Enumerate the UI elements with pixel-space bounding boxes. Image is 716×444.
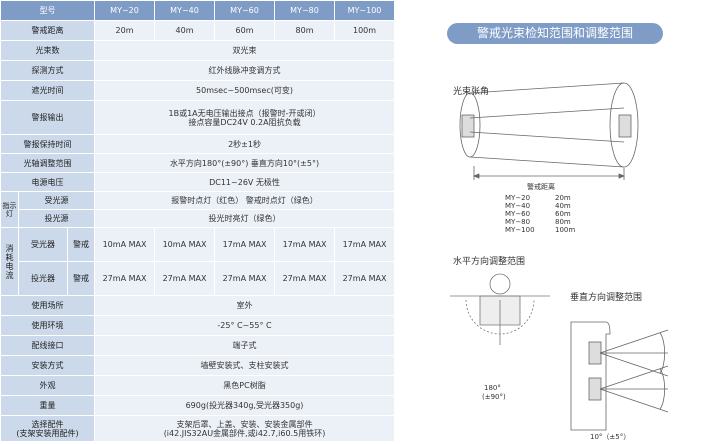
cell: 27mA MAX [154, 261, 216, 296]
cell: 10mA MAX [94, 227, 156, 262]
emitter-left [461, 114, 475, 138]
cell: 1B或1A无电压输出接点（报警时-开或闭） 接点容量DC24V 0.2A阻抗负载 [94, 100, 396, 135]
section-banner: 警戒光束检知范围和调整范围 [447, 23, 663, 44]
cell: 10mA MAX [154, 227, 216, 262]
mode-label: 警戒 [66, 227, 96, 262]
cell: 20m [94, 20, 156, 41]
cell: 27mA MAX [334, 261, 396, 296]
model-col: MY−80 [274, 0, 336, 21]
horizontal-diagram [450, 273, 550, 345]
options-label-2: (支架安装用配件) [16, 428, 79, 438]
options-line1: 支架后罩、上盖、安装、安装金属部件 [176, 419, 313, 429]
horizontal-pm: (±90°) [482, 393, 506, 401]
cell: 40m [154, 20, 216, 41]
cell: 支架后罩、上盖、安装、安装金属部件 (i42.JIS32AU金属部件,或i42.… [94, 415, 396, 442]
row-label: 选择配件 (支架安装用配件) [0, 415, 96, 442]
horizontal-angle: 180° [484, 384, 501, 392]
row-label: 警戒距离 [0, 20, 96, 41]
cell: 27mA MAX [214, 261, 276, 296]
cell: 双光束 [94, 40, 396, 61]
cell: 100m [334, 20, 396, 41]
row-label: 投光源 [17, 209, 96, 228]
vertical-angle: 10°（±5°） [590, 433, 631, 441]
receiver-right [618, 114, 632, 138]
mode-label: 警戒 [66, 261, 96, 296]
beam-angle-label: 光束张角 [453, 87, 490, 97]
cell: 27mA MAX [94, 261, 156, 296]
options-line2: (i42.JIS32AU金属部件,或i42.7,i60.5用铁环) [163, 428, 326, 438]
horizontal-title: 水平方向调整范围 [453, 257, 526, 267]
row-label: 警报输出 [0, 100, 96, 135]
alarm-output-line1: 1B或1A无电压输出接点（报警时-开或闭） [168, 108, 321, 118]
row-label: 配线接口 [0, 335, 96, 356]
row-label: 光束数 [0, 40, 96, 61]
cell: 室外 [94, 295, 396, 316]
cell: DC11~26V 无极性 [94, 172, 396, 192]
cell: 黑色PC树脂 [94, 375, 396, 396]
options-label-1: 选择配件 [31, 419, 64, 429]
spec-table: 型号 MY−20 MY−40 MY−60 MY−80 MY−100 警戒距离 2… [0, 0, 396, 442]
row-label: 使用环境 [0, 315, 96, 336]
alarm-output-line2: 接点容量DC24V 0.2A阻抗负载 [188, 117, 301, 127]
model-col: MY−20 [94, 0, 156, 21]
cell: 2秒±1秒 [94, 134, 396, 154]
cell: -25° C~55° C [94, 315, 396, 336]
beam-angle-diagram [459, 82, 639, 180]
row-label: 外观 [0, 375, 96, 396]
distance-label: 警戒距离 [527, 183, 555, 191]
cell: 墙壁安装式、支柱安装式 [94, 355, 396, 376]
model-header: 型号 [0, 0, 96, 21]
vertical-diagram [570, 321, 669, 431]
row-label: 遮光时间 [0, 80, 96, 101]
row-label: 光轴调整范围 [0, 153, 96, 173]
row-label: 电源电压 [0, 172, 96, 192]
vertical-title: 垂直方向调整范围 [570, 293, 643, 303]
model-col: MY−100 [334, 0, 396, 21]
cell: 17mA MAX [274, 227, 336, 262]
cell: 红外线脉冲变调方式 [94, 60, 396, 81]
row-label: 重量 [0, 395, 96, 416]
cell: 80m [274, 20, 336, 41]
cell: 17mA MAX [214, 227, 276, 262]
cell: 27mA MAX [274, 261, 336, 296]
